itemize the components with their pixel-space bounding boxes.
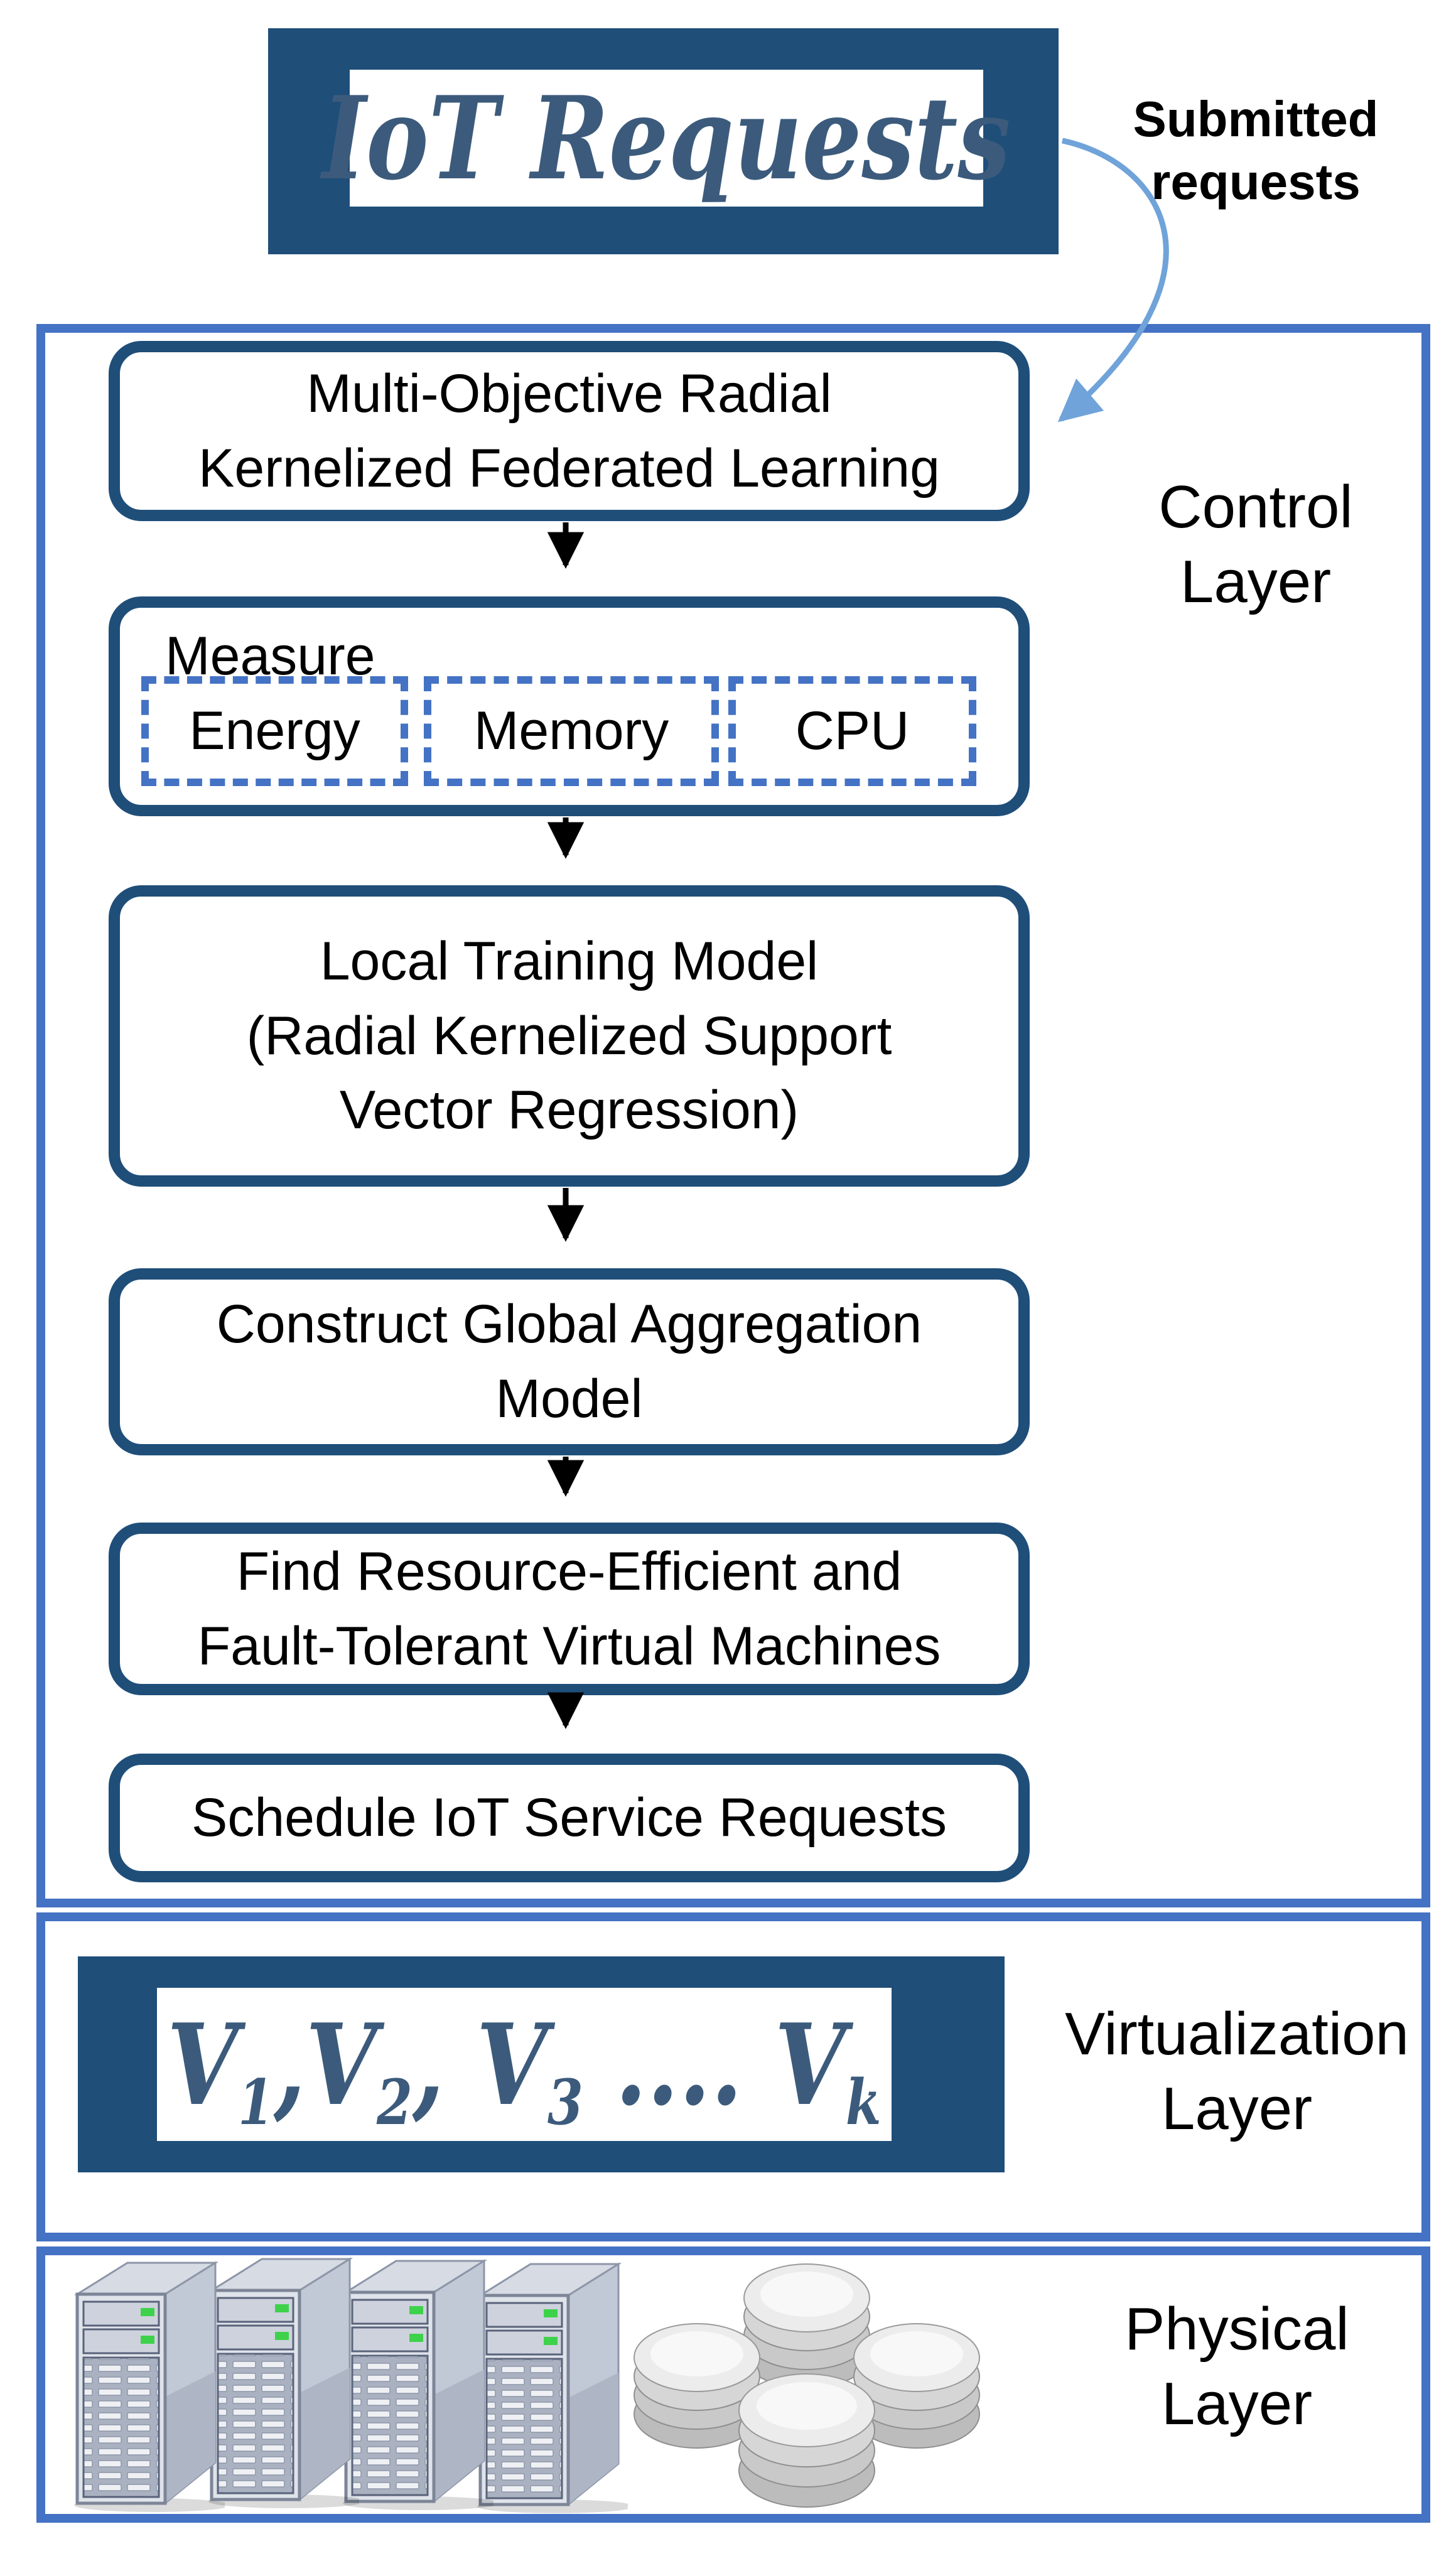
metric-energy-label: Energy (189, 701, 360, 761)
metric-memory: Memory (424, 676, 719, 786)
step6-line1: Schedule IoT Service Requests (191, 1788, 947, 1848)
metric-cpu: CPU (728, 676, 976, 786)
step5-line1: Find Resource-Efficient and (236, 1541, 902, 1602)
step4-line2: Model (495, 1369, 643, 1429)
step-schedule-requests: Schedule IoT Service Requests (109, 1754, 1030, 1882)
iot-requests-title: IoT Requests (322, 71, 1011, 205)
vm3: V (476, 1998, 548, 2130)
db-cylinder-front (738, 2373, 875, 2508)
vm1: V (167, 1998, 239, 2130)
control-layer-label-line2: Layer (1180, 548, 1332, 616)
physical-layer-label-line1: Physical (1124, 2295, 1349, 2363)
step4-line1: Construct Global Aggregation (216, 1294, 922, 1355)
vm3-sub: 3 (547, 2064, 584, 2139)
server-tower-icon-1 (73, 2261, 225, 2512)
metric-memory-label: Memory (473, 701, 669, 761)
vmk-sub: k (846, 2064, 882, 2139)
database-stack-icon (634, 2263, 980, 2508)
db-cylinder-back (743, 2263, 870, 2389)
db-cylinder-left (634, 2323, 760, 2449)
vm2-sep: , (413, 1998, 477, 2130)
metric-energy: Energy (141, 676, 408, 786)
step3-line1: Local Training Model (320, 930, 819, 991)
iot-requests-panel: IoT Requests (268, 28, 1059, 254)
virtualization-layer-label-line1: Virtualization (1065, 2000, 1409, 2068)
step-local-training: Local Training Model (Radial Kernelized … (109, 885, 1030, 1187)
virtualization-layer-label: Virtualization Layer (1036, 1997, 1438, 2146)
annotation-line-1: Submitted (1133, 91, 1379, 147)
physical-layer-label-line2: Layer (1161, 2370, 1313, 2438)
server-tower-icon-4 (477, 2262, 628, 2513)
step1-line1: Multi-Objective Radial (306, 363, 832, 424)
submitted-requests-label: Submitted requests (1080, 88, 1432, 213)
vmk: V (774, 1998, 846, 2130)
vm2-sub: 2 (377, 2064, 413, 2139)
step3-line2: (Radial Kernelized Support (246, 1005, 892, 1066)
step-federated-learning: Multi-Objective Radial Kernelized Federa… (109, 341, 1030, 521)
control-layer-label: Control Layer (1055, 470, 1456, 619)
step-global-aggregation: Construct Global Aggregation Model (109, 1268, 1030, 1455)
step5-line2: Fault-Tolerant Virtual Machines (197, 1615, 941, 1676)
server-tower-icon-2 (208, 2257, 359, 2508)
step3-line3: Vector Regression) (339, 1080, 799, 1141)
annotation-line-2: requests (1151, 154, 1361, 210)
vm1-sub: 1 (238, 2064, 274, 2139)
virtualization-layer-label-line2: Layer (1161, 2075, 1313, 2143)
step1-line2: Kernelized Federated Learning (198, 438, 940, 499)
physical-layer-label: Physical Layer (1036, 2292, 1438, 2441)
vm-panel: V1,V2, V3 .... Vk (78, 1956, 1005, 2172)
vm-sequence: V1,V2, V3 .... Vk (167, 1998, 882, 2133)
vm2: V (306, 1998, 377, 2130)
db-cylinder-right (853, 2323, 980, 2449)
control-layer-label-line1: Control (1158, 473, 1353, 541)
iot-requests-inner: IoT Requests (322, 70, 1011, 207)
vm1-sep: , (274, 1998, 306, 2130)
step-find-vms: Find Resource-Efficient and Fault-Tolera… (109, 1523, 1030, 1695)
server-tower-icon-3 (342, 2259, 493, 2510)
vm-dots: .... (583, 1998, 775, 2130)
metric-cpu-label: CPU (795, 701, 910, 761)
vm-panel-inner: V1,V2, V3 .... Vk (157, 1988, 892, 2141)
